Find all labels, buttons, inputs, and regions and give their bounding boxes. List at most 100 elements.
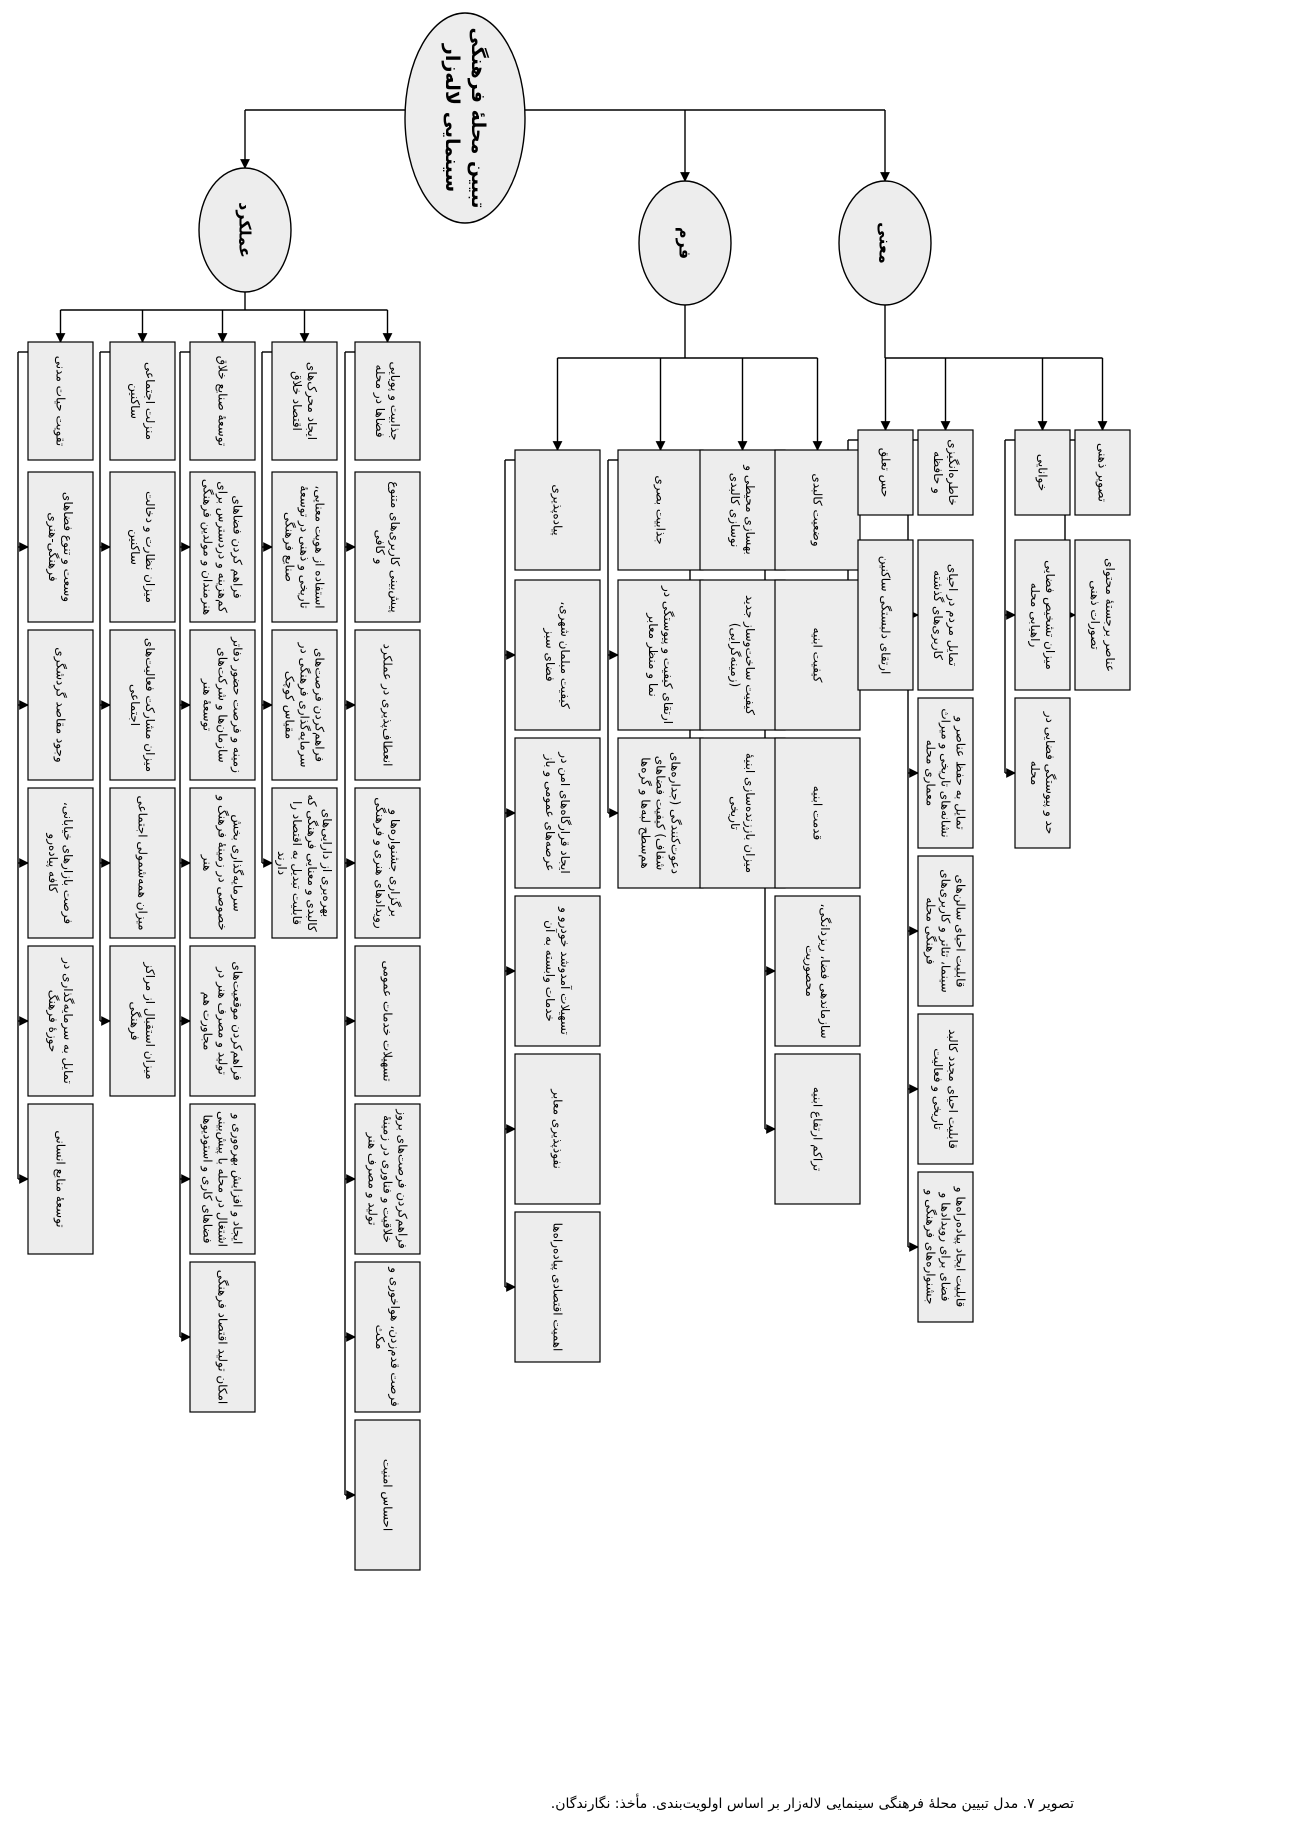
indicator-item-box xyxy=(917,1013,974,1165)
group-title: ایجاد محرک‌هایاقتصاد خلاق xyxy=(290,362,319,440)
branch-node-ellipse xyxy=(638,180,732,306)
indicator-item-box xyxy=(27,945,94,1097)
root-concept-ellipse xyxy=(404,12,526,224)
indicator-item-box xyxy=(109,787,176,939)
indicator-item: تراکم ارتفاع ابنیه xyxy=(810,1087,825,1171)
group-title-box xyxy=(917,429,974,516)
indicator-item-box xyxy=(774,737,861,889)
indicator-item: زمینه و فرصت حضور دفاترسازمان‌ها و شرکت‌… xyxy=(200,636,245,773)
indicator-item: میزان تشخیص فضاییراهیابی محله xyxy=(1027,560,1057,670)
group-title: پیاده‌پذیری xyxy=(550,484,565,535)
indicator-item-box xyxy=(1014,697,1071,849)
indicator-item-box xyxy=(354,1103,421,1255)
indicator-item: تمایل به حفظ عناصر ونشانه‌های تاریخی و م… xyxy=(923,708,968,837)
indicator-item: کیفیت ساخت‌وساز جدید(زمینه‌گرایی) xyxy=(727,595,757,715)
group-title: تقویت حیات مدنی xyxy=(53,356,68,446)
indicator-item-box xyxy=(699,737,786,889)
indicator-item-box xyxy=(271,471,338,623)
indicator-item: انعطاف‌پذیری در عملکرد xyxy=(380,644,395,767)
indicator-item: قابلیت ایجاد پیاده‌راه‌ها وفضای برای روی… xyxy=(923,1186,968,1307)
indicator-item-box xyxy=(354,1261,421,1413)
branch-node-ellipse xyxy=(198,167,292,293)
indicator-item: ارتقای کیفیت و پیوستگی درنما و منظر معاب… xyxy=(645,585,675,724)
indicator-item-box xyxy=(27,629,94,781)
indicator-item-box xyxy=(857,539,914,691)
indicator-item: میزان مشارکت فعالیت‌هایاجتماعی xyxy=(128,638,157,772)
group-title-box xyxy=(109,341,176,461)
indicator-item-box xyxy=(774,1053,861,1205)
indicator-item: ایجاد و افزایش بهره‌وری واشتغال در محله … xyxy=(200,1111,245,1247)
indicator-item: میزان باززنده‌سازی ابنیهٔتاریخی xyxy=(727,753,757,873)
indicator-item: وجود مقاصد گردشگری xyxy=(53,647,68,762)
indicator-item-box xyxy=(189,1103,256,1255)
figure-caption: تصویر ۷. مدل تبیین محلهٔ فرهنگی سینمایی … xyxy=(550,1796,1074,1812)
group-title-box xyxy=(1014,429,1071,516)
indicator-item: توسعهٔ منابع انسانی xyxy=(53,1130,68,1227)
indicator-item: سازماندهی فضا، ریزدانگی،محصوریت xyxy=(802,903,832,1038)
group-title-box xyxy=(774,449,861,571)
group-title: جذابیت و پویاییفضاها در محله xyxy=(372,361,402,440)
indicator-item: ایجاد قرارگاه‌های امن درعرصه‌های عمومی و… xyxy=(542,751,572,873)
root-concept: تبیین محلهٔ فرهنگیسینمایی لاله‌زار xyxy=(441,28,490,209)
group-title-box xyxy=(514,449,601,571)
indicator-item-box xyxy=(109,471,176,623)
indicator-item-box xyxy=(271,629,338,781)
indicator-item-box xyxy=(109,945,176,1097)
indicator-item-box xyxy=(514,579,601,731)
indicator-item: میزان استقبال از مراکزفرهنگی xyxy=(127,961,157,1079)
group-title-box xyxy=(699,449,786,571)
group-title: خوانایی xyxy=(1035,454,1050,491)
indicator-item: فراهم کردن فضاهایکم‌هزینه و دردسترس برای… xyxy=(200,479,245,615)
branch-node: معنی xyxy=(876,222,895,264)
indicator-item: تسهیلات خدمات عمومی xyxy=(380,960,395,1081)
indicator-item: فرصت بازارهای خیابانی،کافه پیاده‌رو xyxy=(45,802,75,924)
branch-node: فرم xyxy=(676,227,695,259)
group-title-box xyxy=(1074,429,1131,516)
indicator-item-box xyxy=(354,1419,421,1571)
indicator-item-box xyxy=(109,629,176,781)
indicator-item: استفاده از هویت معنایی،تاریخی و ذهنی در … xyxy=(282,485,327,608)
group-title-box xyxy=(27,341,94,461)
indicator-item: میزان همه‌شمولی اجتماعی xyxy=(135,795,150,930)
indicator-item: تمایل به سرمایه‌گذاری درحوزهٔ فرهنگ xyxy=(45,957,75,1084)
indicator-item-box xyxy=(514,1053,601,1205)
indicator-item-box xyxy=(271,787,338,939)
indicator-item: قابلیت احیای سالن‌هایسینما، تئاتر و کارب… xyxy=(923,869,968,992)
indicator-item: فراهم‌کردن موقعیت‌هایتولید و مصرف هنر در… xyxy=(200,961,245,1080)
indicator-item: نفوذپذیری معابر xyxy=(550,1088,565,1169)
branch-node: عملکرد xyxy=(236,202,255,258)
indicator-item-box xyxy=(514,1211,601,1363)
indicator-item-box xyxy=(917,855,974,1007)
indicator-item-box xyxy=(354,945,421,1097)
indicator-item: پیش‌بینی کاربری‌های متنوعو کافی xyxy=(372,481,402,612)
indicator-item: قابلیت احیای مجدد کالبدتاریخی و فعالیت xyxy=(930,1029,960,1149)
indicator-item-box xyxy=(1074,539,1131,691)
indicator-item-box xyxy=(354,629,421,781)
indicator-item-box xyxy=(917,539,974,691)
indicator-item: بهره‌بری از دارایی‌هایکالبدی و معنایی فر… xyxy=(274,794,334,932)
indicator-item-box xyxy=(617,737,704,889)
group-title: حس تعلق xyxy=(878,448,893,498)
indicator-item: قدمت ابنیه xyxy=(811,786,825,840)
group-title: وضعیت کالبدی xyxy=(810,473,825,546)
group-title: بهسازی محیطی ونوسازی کالبدی xyxy=(727,464,757,554)
indicator-item: میزان نظارت و دخالتساکنین xyxy=(127,491,157,603)
indicator-item: برگزاری جشنواره‌ها ورویدادهای هنری و فره… xyxy=(372,797,402,929)
group-title-box xyxy=(617,449,704,571)
indicator-item-box xyxy=(27,1103,94,1255)
group-title-box xyxy=(271,341,338,461)
indicator-item-box xyxy=(189,471,256,623)
indicator-item-box xyxy=(354,471,421,623)
indicator-item: کیفیت مبلمان شهری،فضای سبز xyxy=(542,601,572,709)
indicator-item-box xyxy=(189,1261,256,1413)
group-title-box xyxy=(189,341,256,461)
indicator-item-box xyxy=(27,787,94,939)
indicator-item-box xyxy=(617,579,704,731)
group-title: تصویر ذهنی xyxy=(1095,443,1110,502)
indicator-item: امکان تولید اقتصاد فرهنگی xyxy=(215,1270,230,1404)
indicator-item-box xyxy=(189,945,256,1097)
indicator-item-box xyxy=(514,895,601,1047)
indicator-item-box xyxy=(774,895,861,1047)
indicator-item-box xyxy=(917,1171,974,1323)
